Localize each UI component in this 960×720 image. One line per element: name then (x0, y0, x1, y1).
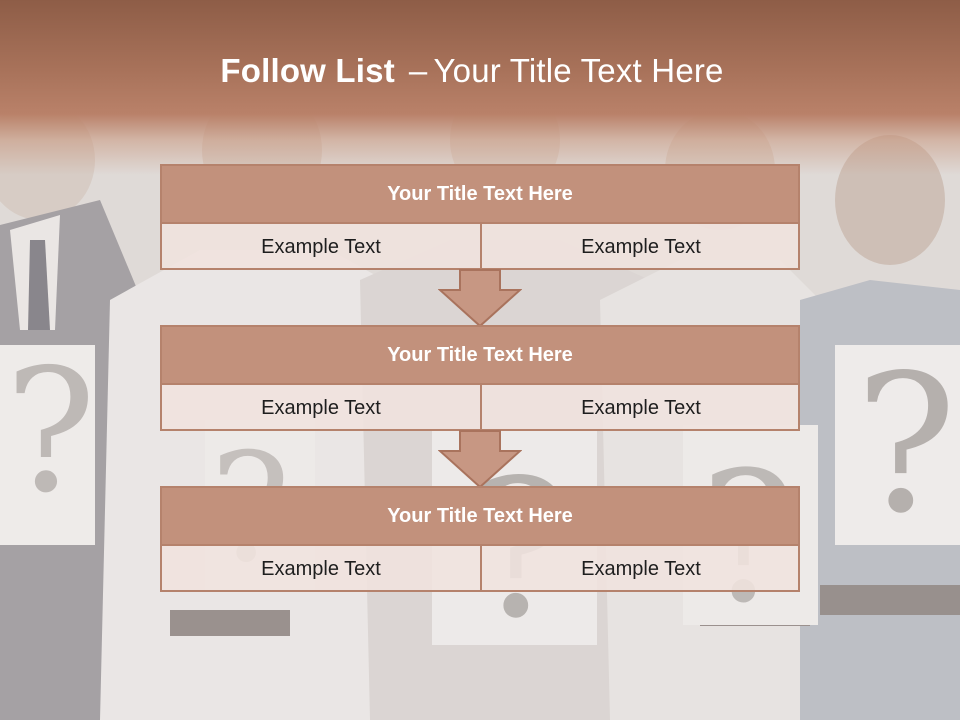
box-cell-left: Example Text (162, 224, 482, 270)
box-title: Your Title Text Here (162, 488, 798, 546)
box-title: Your Title Text Here (162, 327, 798, 385)
box-title: Your Title Text Here (162, 166, 798, 224)
title-rest: Your Title Text Here (433, 52, 724, 89)
title-bold: Follow List (220, 52, 395, 89)
box-cell-right: Example Text (581, 235, 701, 258)
slide-title: Follow List–Your Title Text Here (0, 52, 944, 90)
header-banner (0, 0, 960, 175)
svg-text:?: ? (5, 333, 96, 531)
box-cell-right: Example Text (581, 557, 701, 580)
down-arrow-icon (438, 430, 522, 489)
title-dash: – (408, 52, 428, 89)
box-cell-left: Example Text (162, 546, 482, 592)
box-cell-right: Example Text (581, 396, 701, 419)
follow-box-2: Your Title Text Here Example Text Exampl… (160, 325, 800, 431)
follow-box-3: Your Title Text Here Example Text Exampl… (160, 486, 800, 592)
down-arrow-icon (438, 269, 522, 328)
follow-box-1: Your Title Text Here Example Text Exampl… (160, 164, 800, 270)
box-cell-left: Example Text (162, 385, 482, 431)
svg-text:?: ? (855, 334, 957, 555)
